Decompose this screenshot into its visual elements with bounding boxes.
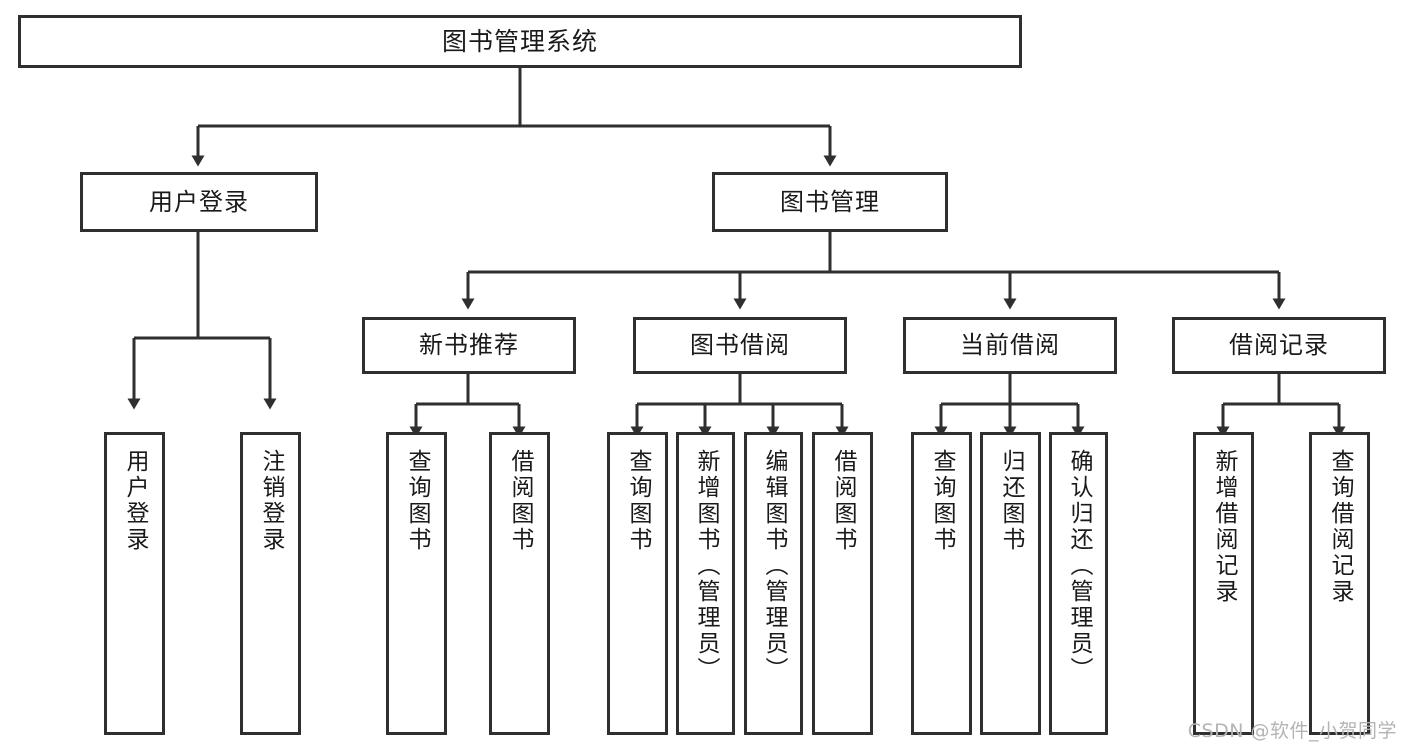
- node-label: 图书借阅: [690, 331, 790, 360]
- node-label: 编辑图书（管理员）: [761, 449, 787, 683]
- watermark-text: CSDN @软件_小贺同学: [1187, 720, 1397, 742]
- node-label: 确认归还（管理员）: [1066, 449, 1092, 683]
- node-label: 新书推荐: [419, 331, 519, 360]
- leaf-add-book-admin[interactable]: 新增图书（管理员）: [676, 432, 735, 735]
- node-label: 图书管理系统: [441, 26, 598, 56]
- node-label: 借阅图书: [830, 449, 856, 553]
- node-root-system[interactable]: 图书管理系统: [18, 15, 1022, 68]
- node-book-borrow[interactable]: 图书借阅: [633, 317, 847, 374]
- node-user-login[interactable]: 用户登录: [80, 172, 318, 232]
- node-label: 借阅图书: [507, 449, 533, 553]
- node-label: 新增借阅记录: [1211, 449, 1237, 605]
- leaf-borrow-books-new[interactable]: 借阅图书: [489, 432, 550, 735]
- leaf-query-borrow-record[interactable]: 查询借阅记录: [1309, 432, 1370, 735]
- node-label: 归还图书: [998, 449, 1024, 553]
- node-label: 借阅记录: [1229, 331, 1329, 360]
- node-label: 注销登录: [258, 449, 284, 553]
- leaf-logout[interactable]: 注销登录: [240, 432, 301, 735]
- leaf-user-login[interactable]: 用户登录: [104, 432, 165, 735]
- node-label: 新增图书（管理员）: [693, 449, 719, 683]
- leaf-query-books-new[interactable]: 查询图书: [386, 432, 447, 735]
- node-label: 图书管理: [780, 187, 880, 216]
- leaf-query-books-current[interactable]: 查询图书: [911, 432, 972, 735]
- node-label: 用户登录: [149, 187, 249, 216]
- node-current-borrow[interactable]: 当前借阅: [903, 317, 1117, 374]
- leaf-add-borrow-record[interactable]: 新增借阅记录: [1193, 432, 1254, 735]
- node-label: 用户登录: [122, 449, 148, 553]
- node-book-management[interactable]: 图书管理: [712, 172, 948, 232]
- leaf-confirm-return-admin[interactable]: 确认归还（管理员）: [1049, 432, 1108, 735]
- node-label: 查询图书: [625, 449, 651, 553]
- leaf-query-books-borrow[interactable]: 查询图书: [607, 432, 668, 735]
- leaf-return-books[interactable]: 归还图书: [980, 432, 1041, 735]
- leaf-edit-book-admin[interactable]: 编辑图书（管理员）: [744, 432, 803, 735]
- node-label: 查询图书: [929, 449, 955, 553]
- node-borrow-record[interactable]: 借阅记录: [1172, 317, 1386, 374]
- node-new-book-recommend[interactable]: 新书推荐: [362, 317, 576, 374]
- node-label: 查询图书: [404, 449, 430, 553]
- node-label: 查询借阅记录: [1327, 449, 1353, 605]
- leaf-borrow-books[interactable]: 借阅图书: [812, 432, 873, 735]
- node-label: 当前借阅: [960, 331, 1060, 360]
